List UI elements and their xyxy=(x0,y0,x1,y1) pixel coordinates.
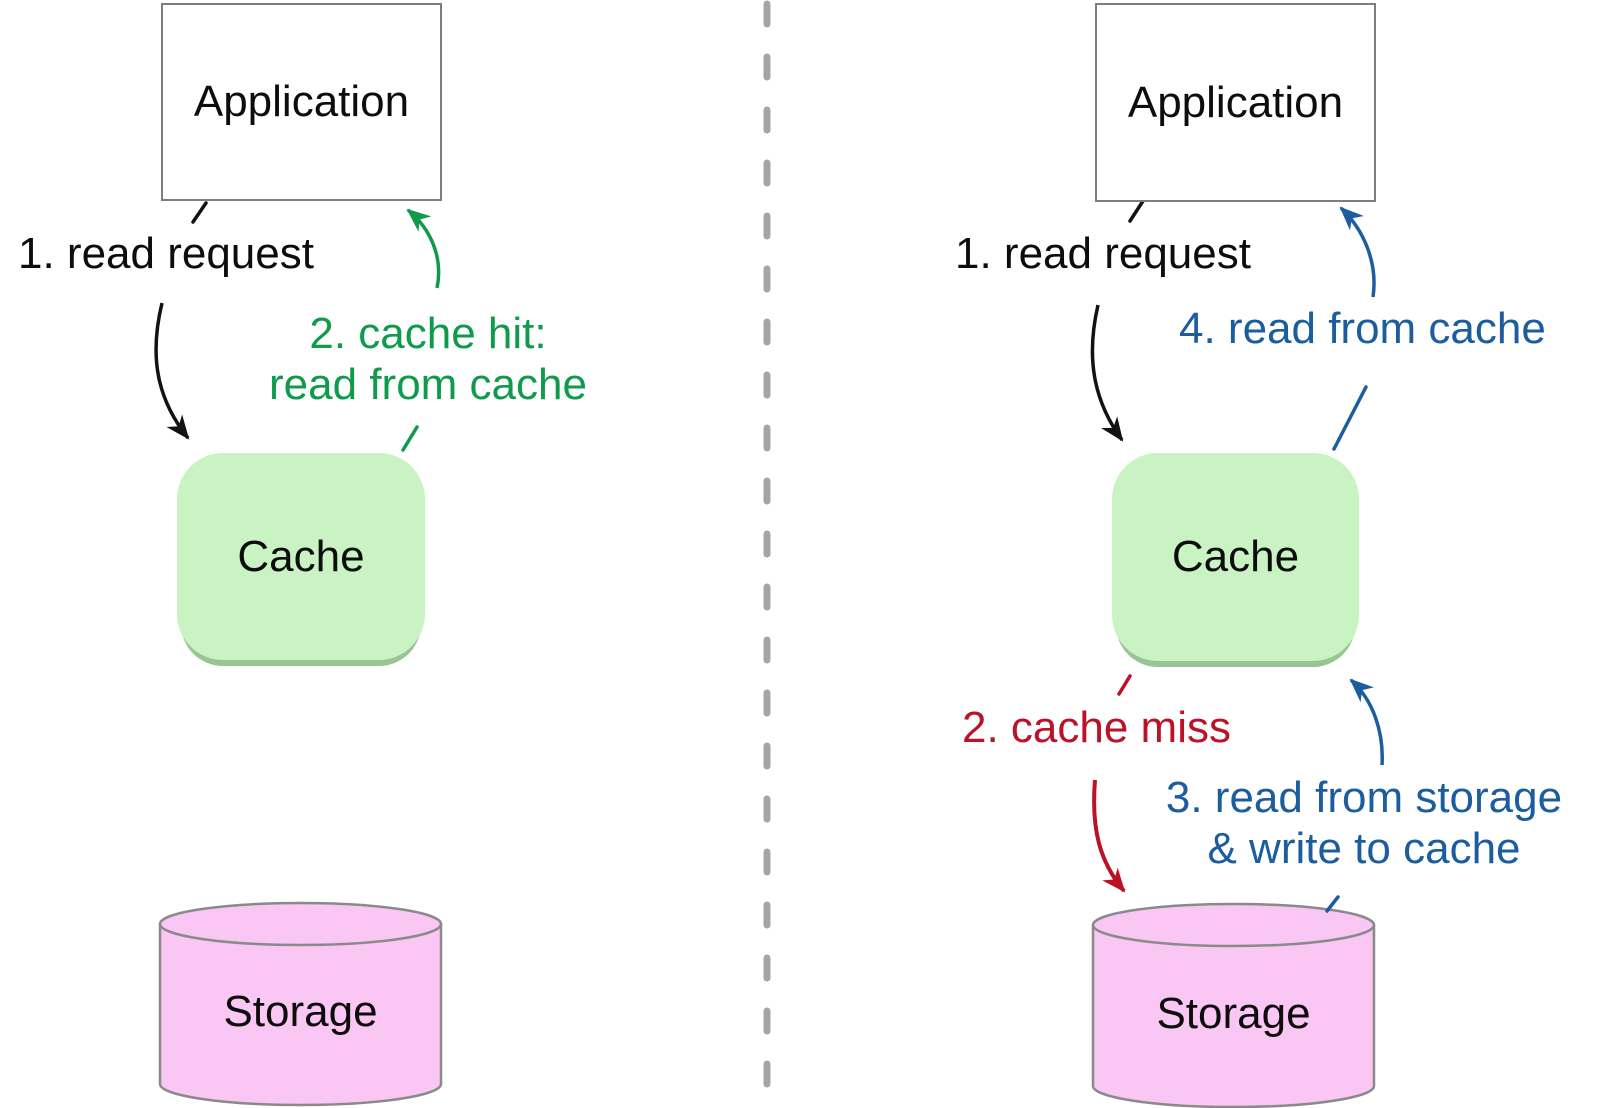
arrow-cache-miss-leader xyxy=(1117,674,1132,696)
arrow-read-from-storage xyxy=(1349,678,1384,766)
arrow-cache-hit-leader xyxy=(401,425,419,452)
application-node-right: Application xyxy=(1095,3,1376,202)
annotation-cache-miss: 2. cache miss xyxy=(962,703,1231,752)
arrow-read-from-storage-leader xyxy=(1325,895,1340,913)
arrow-read-request-right-leader xyxy=(1128,199,1145,223)
cache-label-right: Cache xyxy=(1171,532,1300,581)
arrow-read-request-right xyxy=(1090,304,1124,442)
annotation-read-request-left: 1. read request xyxy=(18,229,314,278)
storage-label-left: Storage xyxy=(223,987,378,1036)
storage-label-right: Storage xyxy=(1156,989,1311,1038)
annotation-read-request-right: 1. read request xyxy=(955,229,1251,278)
annotation-read-from-cache: 4. read from cache xyxy=(1179,304,1546,353)
arrow-cache-hit xyxy=(406,208,441,289)
application-node-left: Application xyxy=(161,3,442,201)
cache-node-right: Cache xyxy=(1112,453,1359,661)
annotation-cache-hit: 2. cache hit: read from cache xyxy=(269,309,587,409)
arrow-read-from-cache-leader xyxy=(1332,385,1368,451)
application-label-right: Application xyxy=(1127,77,1344,127)
arrow-read-request-left-leader xyxy=(191,201,208,224)
annotation-read-from-storage: 3. read from storage & write to cache xyxy=(1165,773,1563,873)
arrow-read-request-left xyxy=(154,302,190,440)
application-label-left: Application xyxy=(193,77,410,126)
arrow-read-from-cache xyxy=(1339,206,1376,298)
cache-label-left: Cache xyxy=(237,531,365,581)
cache-node-left: Cache xyxy=(177,453,425,660)
